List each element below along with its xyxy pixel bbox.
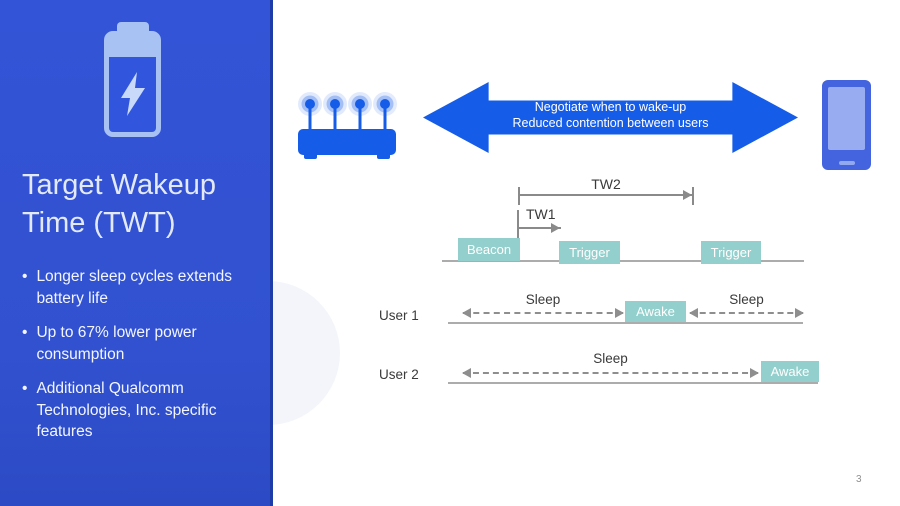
ap-timeline (442, 260, 804, 262)
wifi-router-icon (298, 92, 397, 159)
tw1-label: TW1 (526, 206, 556, 222)
user2-sleep-arrow (462, 368, 759, 378)
user1-label: User 1 (379, 308, 419, 323)
trigger-box: Trigger (559, 241, 620, 264)
bullet-text: Longer sleep cycles extends battery life (36, 268, 233, 307)
user1-timeline (448, 322, 803, 324)
user2-awake-box: Awake (761, 361, 819, 382)
beacon-box: Beacon (458, 238, 520, 261)
slide-title: Target Wakeup Time (TWT) (22, 169, 216, 239)
smartphone-home-button (838, 161, 855, 165)
user2-sleep-label: Sleep (593, 351, 628, 366)
bullet-item: Longer sleep cycles extends battery life (22, 266, 266, 309)
tw1-arrowhead (551, 223, 560, 233)
lightning-bolt-icon (121, 72, 145, 116)
bullet-text: Up to 67% lower power consumption (36, 324, 197, 363)
user1-sleep-left-arrow (462, 308, 624, 318)
user1-sleep-right-arrow (689, 308, 804, 318)
tw2-arrowhead (683, 190, 692, 200)
tw1-arrow-line (518, 223, 561, 233)
smartphone-screen (828, 87, 865, 150)
smartphone-icon (822, 80, 871, 170)
bullet-item: Additional Qualcomm Technologies, Inc. s… (22, 378, 266, 443)
page-number: 3 (856, 474, 862, 485)
tw2-right-tick (692, 187, 694, 205)
user1-sleep-right-label: Sleep (729, 292, 764, 307)
tw2-span-line (518, 187, 694, 205)
bullet-text: Additional Qualcomm Technologies, Inc. s… (36, 380, 217, 440)
sidebar: Target Wakeup Time (TWT) Longer sleep cy… (0, 0, 273, 506)
user1-sleep-left-label: Sleep (525, 292, 561, 307)
arrow-banner-text: Negotiate when to wake-up Reduced conten… (423, 100, 798, 131)
trigger-box: Trigger (701, 241, 761, 264)
tw1-start-tick (517, 210, 519, 238)
bullet-list: Longer sleep cycles extends battery life… (22, 266, 266, 456)
arrow-banner-line2: Reduced contention between users (512, 115, 709, 130)
user1-awake-box: Awake (625, 301, 686, 322)
tw2-label: TW2 (591, 176, 621, 192)
user2-timeline (448, 382, 818, 384)
arrow-banner-line1: Negotiate when to wake-up (534, 100, 687, 114)
bullet-item: Up to 67% lower power consumption (22, 322, 266, 365)
tw2-left-tick (518, 187, 520, 205)
user2-label: User 2 (379, 367, 419, 382)
